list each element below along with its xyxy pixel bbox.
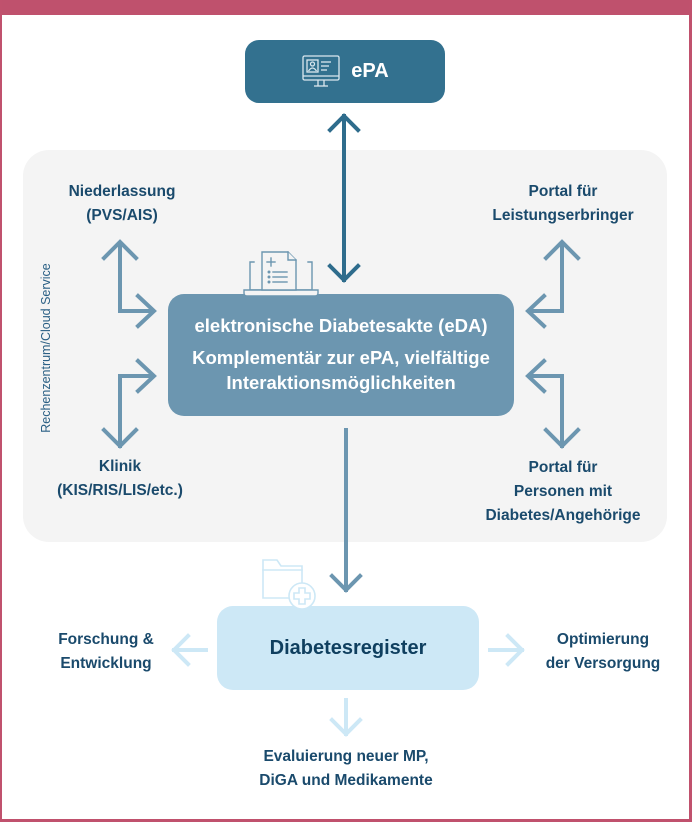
medical-folder-icon [262, 559, 316, 610]
output-forschung: Forschung & Entwicklung [36, 628, 176, 676]
eda-title: elektronische Diabetesakte (eDA) [194, 315, 488, 336]
niederlassung-line2: (PVS/AIS) [86, 207, 158, 224]
niederlassung-line1: Niederlassung [68, 183, 176, 200]
niederlassung-arrow [101, 239, 157, 329]
portal-leistung-line1: Portal für [528, 183, 598, 200]
portal-leistung-line2: Leistungserbringer [492, 207, 634, 224]
register-label: Diabetesregister [269, 636, 427, 659]
register-down-arrow [329, 698, 363, 737]
register-right-arrow [488, 633, 525, 667]
optimierung-line1: Optimierung [556, 631, 650, 648]
forschung-line1: Forschung & [58, 631, 154, 648]
forschung-line2: Entwicklung [60, 655, 152, 672]
register-left-arrow [171, 633, 208, 667]
klinik-arrow [101, 358, 157, 449]
portal-personen-line1: Portal für [528, 459, 598, 476]
portal-personen-line3: Diabetes/Angehörige [485, 507, 641, 524]
computer-profile-icon [302, 54, 340, 87]
output-optimierung: Optimierung der Versorgung [528, 628, 678, 676]
output-evaluierung: Evaluierung neuer MP, DiGA und Medikamen… [226, 745, 466, 793]
eda-box: elektronische Diabetesakte (eDA) Komplem… [168, 294, 514, 416]
eda-register-arrow [329, 428, 363, 593]
node-niederlassung: Niederlassung (PVS/AIS) [52, 180, 192, 228]
laptop-document-icon [243, 251, 319, 297]
top-bar [0, 0, 692, 15]
evaluierung-line2: DiGA und Medikamente [259, 772, 433, 789]
node-klinik: Klinik (KIS/RIS/LIS/etc.) [40, 455, 200, 503]
evaluierung-line1: Evaluierung neuer MP, [263, 748, 429, 765]
portal-personen-arrow [525, 358, 581, 449]
epa-label: ePA [351, 60, 389, 82]
epa-eda-arrow [327, 113, 361, 283]
klinik-line1: Klinik [98, 458, 142, 475]
epa-box: ePA [245, 40, 445, 103]
eda-subtitle-line2: Interaktionsmöglichkeiten [226, 372, 456, 393]
portal-leistung-arrow [525, 239, 581, 329]
eda-subtitle-line1: Komplementär zur ePA, vielfältige [192, 347, 490, 368]
node-portal-personen: Portal für Personen mit Diabetes/Angehör… [478, 456, 648, 528]
portal-personen-line2: Personen mit [513, 483, 613, 500]
diabetes-register-box: Diabetesregister [217, 606, 479, 690]
klinik-line2: (KIS/RIS/LIS/etc.) [57, 482, 183, 499]
optimierung-line2: der Versorgung [545, 655, 661, 672]
node-portal-leistungserbringer: Portal für Leistungserbringer [478, 180, 648, 228]
